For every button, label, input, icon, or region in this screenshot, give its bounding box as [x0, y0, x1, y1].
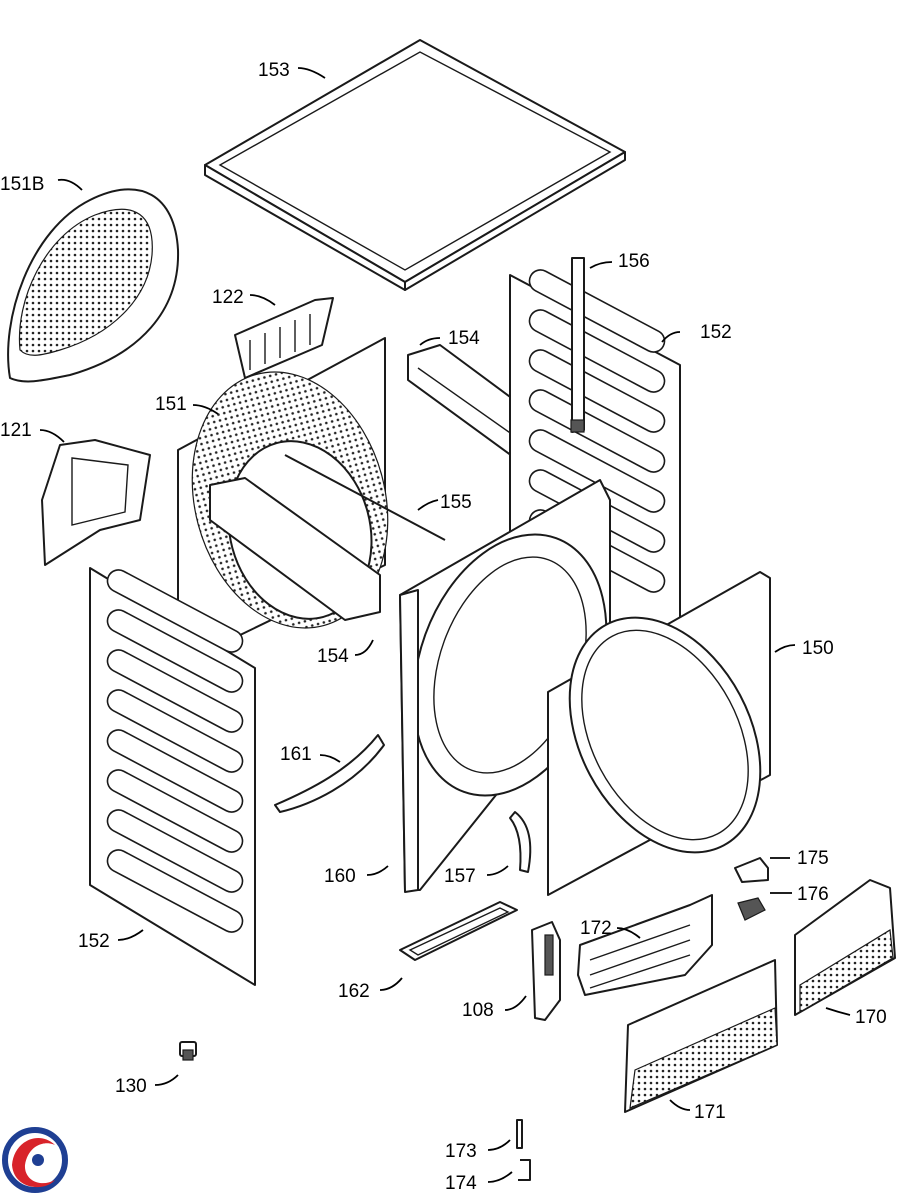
logo-center-dot [32, 1154, 44, 1166]
hook-174 [518, 1159, 531, 1181]
label-152-bottom: 152 [78, 931, 110, 952]
label-122: 122 [212, 287, 244, 308]
label-160: 160 [324, 866, 356, 887]
label-150: 150 [802, 638, 834, 659]
pin-173 [516, 1119, 523, 1149]
label-176: 176 [797, 884, 829, 905]
label-171: 171 [694, 1102, 726, 1123]
label-121: 121 [0, 420, 32, 441]
mechanism-172 [577, 894, 713, 996]
hose-157 [509, 811, 532, 873]
rail-156 [570, 257, 585, 433]
duct-121 [41, 439, 151, 566]
label-162: 162 [338, 981, 370, 1002]
label-154-bottom: 154 [317, 646, 349, 667]
seal-161 [274, 734, 385, 813]
label-152-top: 152 [700, 322, 732, 343]
label-155: 155 [440, 492, 472, 513]
pump-housing-108 [531, 921, 561, 1021]
kick-plate-170 [794, 879, 896, 1016]
rear-grille-cover-151b [7, 188, 180, 383]
label-174: 174 [445, 1173, 477, 1194]
label-170: 170 [855, 1007, 887, 1028]
clip-176 [737, 897, 766, 921]
label-154-top: 154 [448, 328, 480, 349]
front-panel-150 [547, 571, 771, 896]
label-151b: 151B [0, 174, 44, 195]
kick-plate-171 [624, 959, 778, 1113]
label-161: 161 [280, 744, 312, 765]
gasket-162 [399, 901, 518, 961]
label-172: 172 [580, 918, 612, 939]
label-151: 151 [155, 394, 187, 415]
part-labels: 153 151B 122 156 152 154 151 121 155 150… [0, 60, 887, 1194]
leader-lines [39, 67, 851, 1183]
rod-155 [284, 454, 446, 541]
top-cover-153 [204, 39, 626, 291]
label-175: 175 [797, 848, 829, 869]
logo-swirl [12, 1137, 55, 1188]
clip-175 [734, 857, 769, 883]
label-153: 153 [258, 60, 290, 81]
label-130: 130 [115, 1076, 147, 1097]
brand-logo [2, 1127, 68, 1193]
foot-130 [179, 1041, 197, 1061]
bracket-122 [234, 297, 334, 379]
label-108: 108 [462, 1000, 494, 1021]
side-panel-152-left [89, 567, 256, 986]
label-157: 157 [444, 866, 476, 887]
crossbar-154-bottom [209, 477, 381, 621]
label-173: 173 [445, 1141, 477, 1162]
label-156: 156 [618, 251, 650, 272]
